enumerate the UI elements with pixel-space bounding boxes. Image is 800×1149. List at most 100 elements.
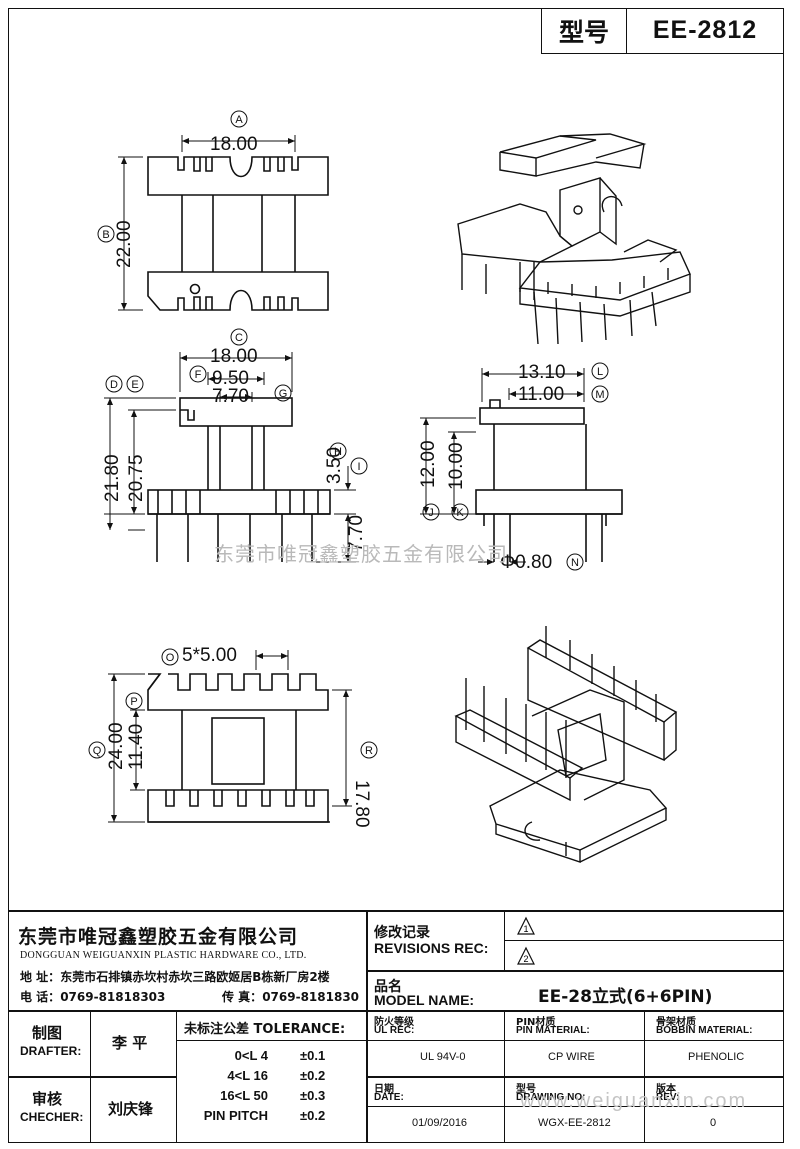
model-header-value: EE-2812 xyxy=(652,16,758,44)
dim-n-value: Φ0.80 xyxy=(500,552,552,573)
watermark-company: 东莞市唯冠鑫塑胶五金有限公司 xyxy=(214,542,508,566)
tolerance-range-3: 16<L 50 xyxy=(220,1088,268,1103)
tolerance-value-3: ±0.3 xyxy=(300,1088,326,1103)
drawing-no-value: WGX-EE-2812 xyxy=(538,1117,611,1129)
svg-text:E: E xyxy=(131,379,138,391)
dimension-labels: 18.00 22.00 18.00 9.50 7.70 21.80 20.75 … xyxy=(102,134,566,828)
dim-j-value: 12.00 xyxy=(418,440,439,488)
side-view xyxy=(475,399,623,562)
ref-a-marker: A xyxy=(230,110,248,128)
date-label-en: DATE: xyxy=(374,1092,404,1103)
svg-text:H: H xyxy=(334,446,342,458)
company-name-en: DONGGUAN WEIGUANXIN PLASTIC HARDWARE CO.… xyxy=(20,950,307,961)
rev-value: 0 xyxy=(710,1117,717,1129)
checker-label-en: CHECHER: xyxy=(20,1110,84,1124)
svg-text:C: C xyxy=(235,332,243,344)
svg-text:2: 2 xyxy=(523,954,528,964)
model-name-label-cn: 品名 xyxy=(374,979,402,995)
svg-text:B: B xyxy=(102,229,109,241)
date-value: 01/09/2016 xyxy=(412,1117,468,1129)
dim-c-value: 18.00 xyxy=(210,346,258,367)
ref-g-marker: G xyxy=(274,384,292,402)
revisions-label-en: REVISIONS REC: xyxy=(374,940,489,956)
ref-k-marker: K xyxy=(451,503,469,521)
svg-text:1: 1 xyxy=(523,924,528,934)
svg-text:A: A xyxy=(235,114,243,126)
revision-triangle-1-icon: 1 xyxy=(517,916,535,935)
svg-text:O: O xyxy=(166,652,175,664)
tel-row: 电 话：0769-81818303 xyxy=(20,990,166,1004)
dim-k-value: 10.00 xyxy=(446,442,467,490)
ref-n-marker: N xyxy=(566,553,584,571)
revision-triangle-2-icon: 2 xyxy=(517,946,535,965)
svg-text:Q: Q xyxy=(93,745,102,757)
svg-text:P: P xyxy=(130,696,137,708)
pin-material-label-en: PIN MATERIAL: xyxy=(516,1025,590,1036)
dim-l-value: 13.10 xyxy=(518,362,566,383)
top-view-dims xyxy=(118,135,296,311)
svg-text:D: D xyxy=(110,379,118,391)
dim-h-value: 3.50 xyxy=(324,447,345,484)
ref-q-marker: Q xyxy=(88,741,106,759)
tolerance-range-2: 4<L 16 xyxy=(227,1068,268,1083)
tolerance-title: 未标注公差 TOLERANCE: xyxy=(184,1022,346,1037)
ul-label-en: UL REC: xyxy=(374,1025,415,1036)
address-row: 地 址：东莞市石排镇赤坎村赤坎三路欧姬居B栋新厂房2楼 xyxy=(20,970,330,984)
dim-d-value: 21.80 xyxy=(102,454,123,502)
ref-j-marker: J xyxy=(422,503,440,521)
drawing-frame xyxy=(8,8,784,1143)
bobbin-material-label-en: BOBBIN MATERIAL: xyxy=(656,1025,753,1036)
dim-q-value: 24.00 xyxy=(106,722,127,770)
tolerance-value-1: ±0.1 xyxy=(300,1048,326,1063)
dim-o-value: 5*5.00 xyxy=(182,645,237,666)
model-header-label: 型号 xyxy=(542,8,627,53)
date-label-cn: 日期 xyxy=(374,1084,394,1095)
checker-name: 刘庆锋 xyxy=(108,1100,154,1118)
drawing-no-label-en: DRAWING NO: xyxy=(516,1092,586,1103)
pin-material-label-cn: PIN材质 xyxy=(516,1017,556,1028)
bottom-view xyxy=(147,673,330,823)
technical-drawing: 18.00 22.00 18.00 9.50 7.70 21.80 20.75 … xyxy=(88,110,691,863)
watermark-url: www.weiguanxin.com xyxy=(520,1090,748,1112)
svg-text:I: I xyxy=(357,461,360,473)
ref-p-marker: P xyxy=(125,692,143,710)
tolerance-range-4: PIN PITCH xyxy=(203,1108,268,1123)
svg-text:K: K xyxy=(456,507,464,519)
ref-r-marker: R xyxy=(360,741,378,759)
iso-view-top xyxy=(457,133,691,345)
title-block: 东莞市唯冠鑫塑胶五金有限公司 DONGGUAN WEIGUANXIN PLAST… xyxy=(8,910,784,1143)
dim-q2-value: 11.40 xyxy=(126,724,147,770)
revisions-label-cn: 修改记录 xyxy=(374,925,430,941)
ref-m-marker: M xyxy=(591,385,609,403)
tolerance-value-4: ±0.2 xyxy=(300,1108,326,1123)
iso-view-bottom xyxy=(454,626,678,863)
drafter-label-cn: 制图 xyxy=(32,1024,63,1042)
model-name-label-en: MODEL NAME: xyxy=(374,992,475,1008)
model-name-value: EE-28立式(6+6PIN) xyxy=(538,987,713,1007)
dim-a-value: 18.00 xyxy=(210,134,258,155)
svg-text:R: R xyxy=(365,745,373,757)
ref-l-marker: L xyxy=(591,362,609,380)
drafter-name: 李 平 xyxy=(112,1034,148,1052)
bobbin-material-value: PHENOLIC xyxy=(688,1051,745,1063)
front-view xyxy=(147,397,331,562)
svg-text:N: N xyxy=(571,557,579,569)
ref-f-marker: F xyxy=(189,365,207,383)
tolerance-value-2: ±0.2 xyxy=(300,1068,326,1083)
drawing-no-label-cn: 型号 xyxy=(516,1084,536,1095)
model-header: 型号 EE-2812 xyxy=(541,8,784,54)
side-view-dims xyxy=(420,368,585,565)
ul-label-cn: 防火等级 xyxy=(374,1017,414,1028)
front-view-dims xyxy=(104,352,356,563)
dim-f-value: 9.50 xyxy=(212,368,249,389)
ref-d-marker: D xyxy=(105,375,123,393)
dim-e-value: 20.75 xyxy=(126,454,147,502)
dim-m-value: 11.00 xyxy=(518,384,564,405)
checker-label-cn: 审核 xyxy=(32,1090,63,1108)
dim-i-value: 7.70 xyxy=(346,515,367,552)
bottom-view-dims xyxy=(108,650,352,823)
ref-b-marker: B xyxy=(97,225,115,243)
svg-text:F: F xyxy=(195,369,202,381)
dim-g-value: 7.70 xyxy=(212,386,249,407)
svg-text:J: J xyxy=(428,507,434,519)
